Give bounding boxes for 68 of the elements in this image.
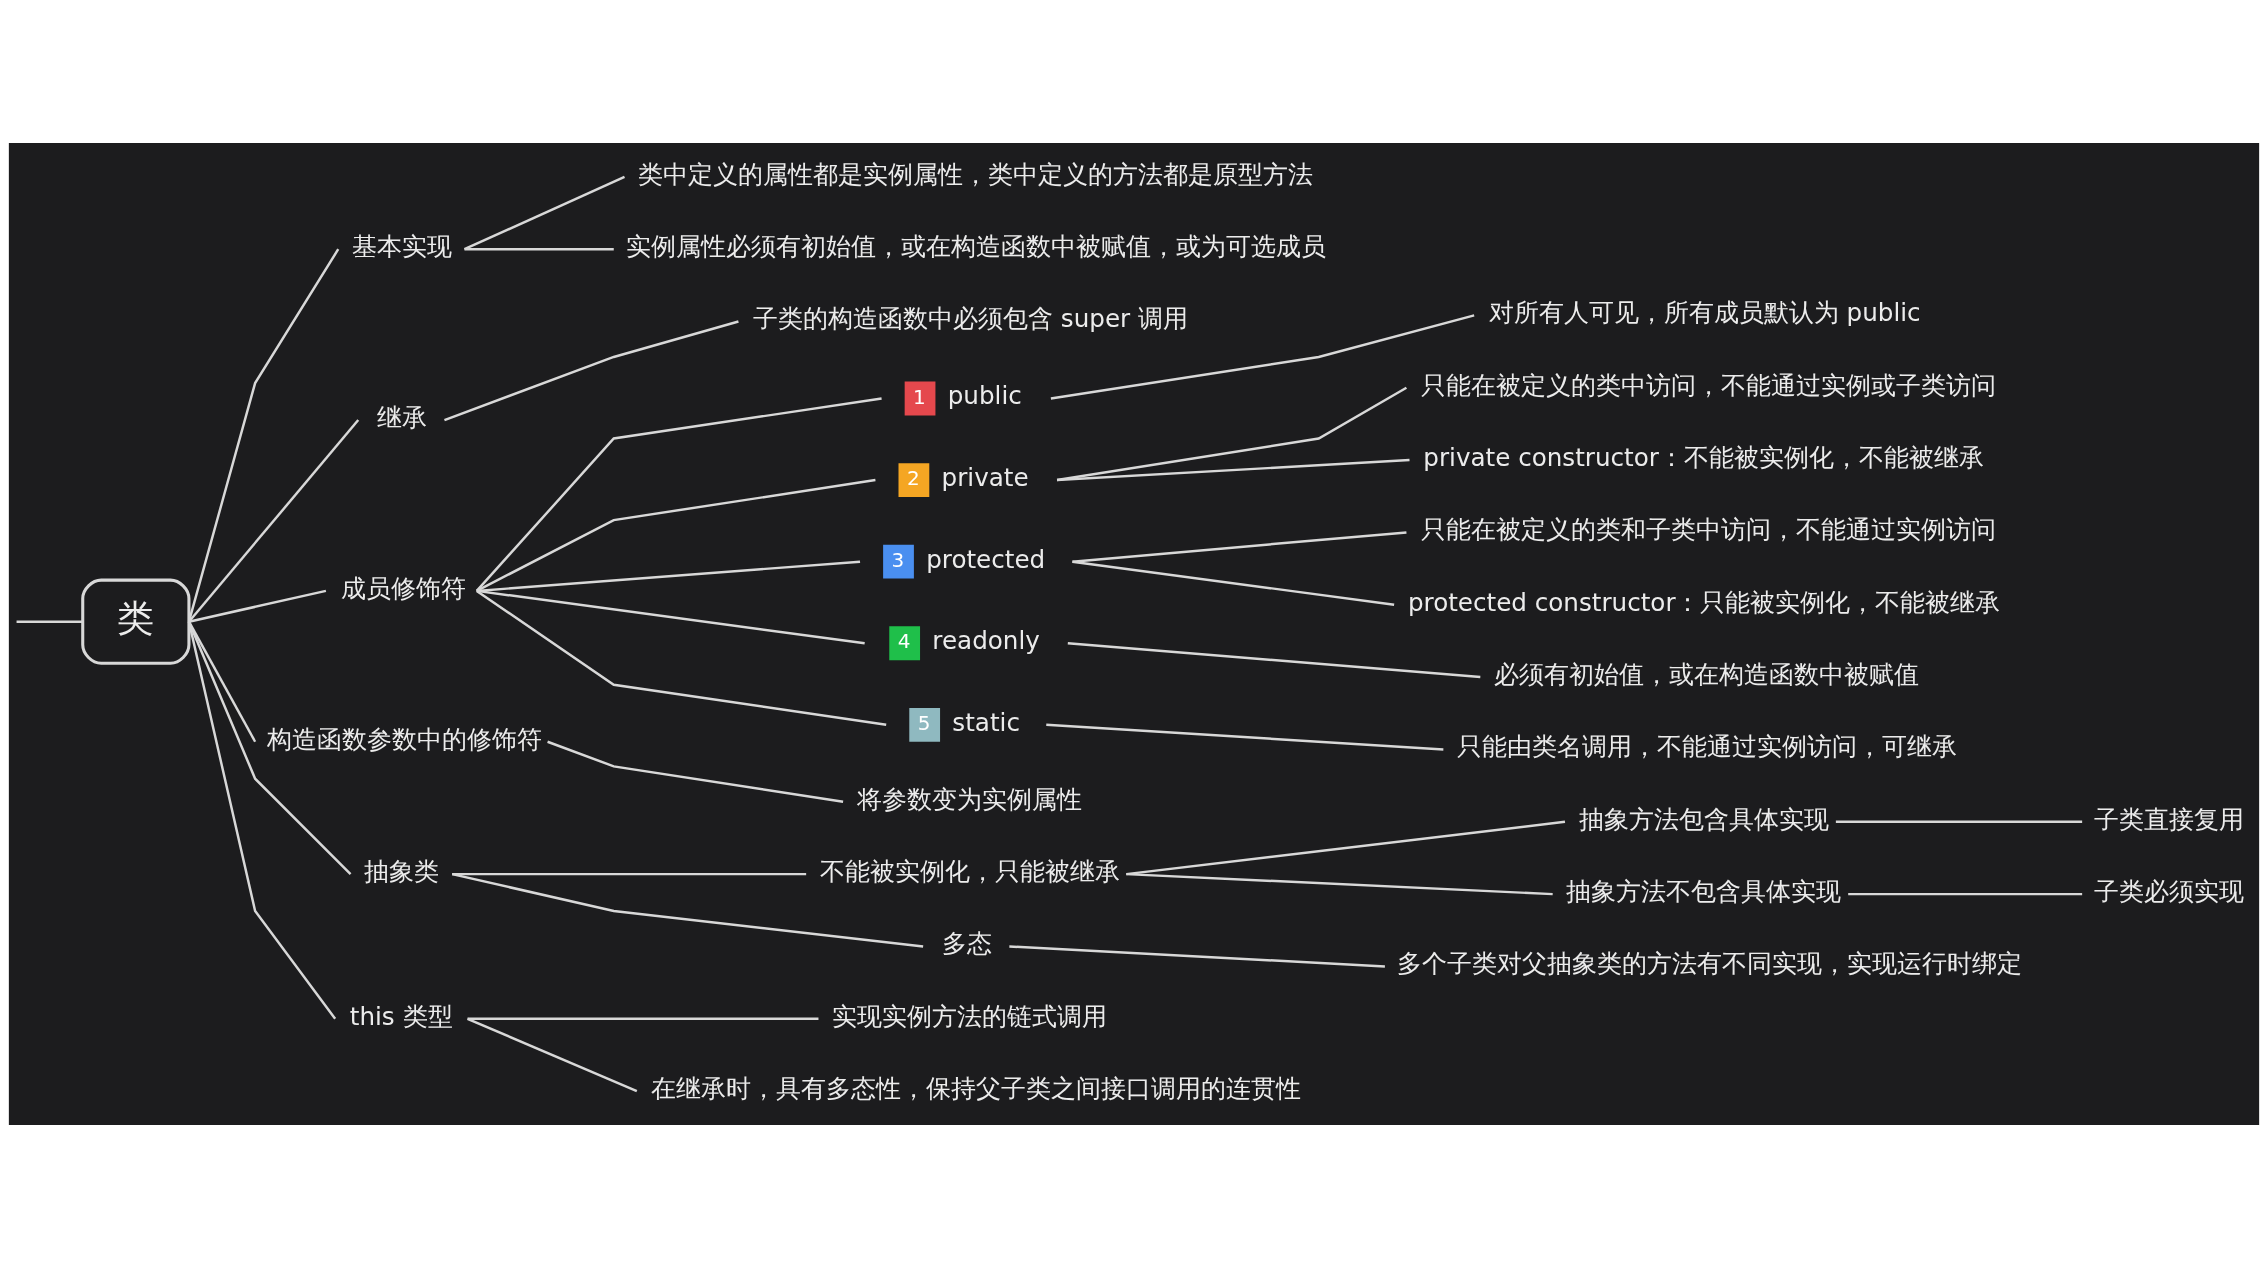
node-text: 只能在被定义的类中访问，不能通过实例或子类访问 xyxy=(1421,370,1997,400)
node-text: 必须有初始值，或在构造函数中被赋值 xyxy=(1494,659,1920,689)
connector xyxy=(16,620,83,623)
connector xyxy=(1072,531,1407,563)
connector xyxy=(1050,314,1475,400)
node-text: 只能在被定义的类和子类中访问，不能通过实例访问 xyxy=(1421,515,1997,545)
node-box: 5 xyxy=(909,707,941,742)
connector xyxy=(476,478,876,592)
connector xyxy=(1056,386,1408,482)
node-text: 抽象方法不包含具体实现 xyxy=(1566,876,1842,906)
connector xyxy=(476,589,865,645)
node-text: 实例属性必须有初始值，或在构造函数中被赋值，或为可选成员 xyxy=(626,232,1327,262)
connector xyxy=(188,589,327,623)
node-text: 子类直接复用 xyxy=(2094,804,2245,834)
node-label: private xyxy=(941,462,1029,492)
connector xyxy=(1056,458,1410,482)
node-text: this 类型 xyxy=(349,1001,453,1031)
node-box: 4 xyxy=(889,626,921,661)
node-label: readonly xyxy=(932,626,1040,656)
node-text: protected constructor：只能被实例化，不能被继承 xyxy=(1407,587,2001,617)
node-box: 1 xyxy=(904,381,936,416)
connector xyxy=(1848,892,2083,896)
node-text: 只能由类名调用，不能通过实例访问，可继承 xyxy=(1457,732,1958,762)
connector xyxy=(475,397,882,592)
connector xyxy=(452,872,807,876)
connector xyxy=(444,320,739,422)
node-text: 将参数变为实例属性 xyxy=(856,784,1082,814)
connector xyxy=(1067,642,1481,679)
node-text: private constructor：不能被实例化，不能被继承 xyxy=(1423,442,1984,472)
connector xyxy=(187,248,340,622)
node-box: 类 xyxy=(81,578,191,665)
node-text: 构造函数参数中的修饰符 xyxy=(267,724,543,754)
connector xyxy=(1072,560,1395,606)
node-text: 在继承时，具有多态性，保持父子类之间接口调用的连贯性 xyxy=(650,1073,1301,1103)
node-text: 不能被实例化，只能被继承 xyxy=(820,856,1121,886)
connector xyxy=(476,560,861,593)
connector xyxy=(547,740,844,803)
node-text: 基本实现 xyxy=(352,232,453,262)
node-text: 抽象类 xyxy=(364,856,440,886)
node-box: 3 xyxy=(883,544,914,579)
node-label: static xyxy=(952,707,1020,737)
connector xyxy=(476,589,887,727)
node-box: 2 xyxy=(898,463,930,497)
connector xyxy=(467,1017,819,1021)
node-text: 多个子类对父抽象类的方法有不同实现，实现运行时绑定 xyxy=(1397,949,2023,979)
connector xyxy=(451,872,924,948)
connector xyxy=(187,621,352,875)
connector xyxy=(463,175,626,251)
connector xyxy=(188,419,360,623)
node-text: 继承 xyxy=(376,402,427,432)
connector xyxy=(1126,820,1566,876)
node-text: 成员修饰符 xyxy=(340,573,466,603)
node-text: 实现实例方法的链式调用 xyxy=(832,1001,1108,1031)
node-text: 子类必须实现 xyxy=(2094,876,2245,906)
connector xyxy=(464,247,614,251)
node-text: 对所有人可见，所有成员默认为 public xyxy=(1488,298,1921,328)
node-text: 抽象方法包含具体实现 xyxy=(1578,804,1829,834)
node-text: 多态 xyxy=(941,929,992,959)
connector xyxy=(1126,872,1553,896)
connector xyxy=(1009,945,1385,968)
connector xyxy=(1835,820,2083,823)
node-label: protected xyxy=(926,544,1046,574)
connector xyxy=(187,621,337,1020)
node-text: 子类的构造函数中必须包含 super 调用 xyxy=(753,304,1188,334)
node-label: public xyxy=(947,381,1022,411)
node-text: 类中定义的属性都是实例属性，类中定义的方法都是原型方法 xyxy=(638,159,1314,189)
connector xyxy=(1046,723,1444,751)
connector xyxy=(467,1017,638,1093)
